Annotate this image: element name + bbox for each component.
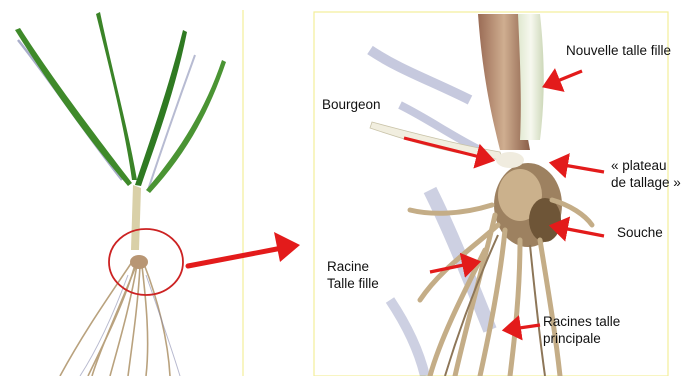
crown (130, 255, 148, 269)
label-racine-talle-fille: Racine Talle fille (327, 258, 379, 292)
new-tiller (518, 14, 544, 140)
arrow-right-icon (188, 232, 300, 266)
label-racine-line2: Talle fille (327, 275, 379, 292)
arrow-icon (545, 71, 582, 86)
label-plateau-line1: « plateau (611, 157, 681, 174)
arrow-icon (552, 226, 604, 236)
whole-plant-photo (15, 10, 300, 376)
label-plateau-line2: de tallage » (611, 174, 681, 191)
label-racines-talle-principale: Racines talle principale (543, 313, 620, 347)
label-plateau-de-tallage: « plateau de tallage » (611, 157, 681, 191)
arrow-icon (552, 163, 604, 172)
stem (131, 185, 141, 250)
arrow-icon (505, 325, 540, 330)
leaf (135, 30, 187, 186)
label-racines-principale-line1: Racines talle (543, 313, 620, 330)
label-nouvelle-talle-fille: Nouvelle talle fille (566, 42, 671, 59)
label-racine-line1: Racine (327, 258, 379, 275)
label-racines-principale-line2: principale (543, 330, 620, 347)
leaf (15, 28, 132, 186)
label-souche: Souche (617, 224, 663, 241)
label-bourgeon: Bourgeon (322, 96, 381, 113)
